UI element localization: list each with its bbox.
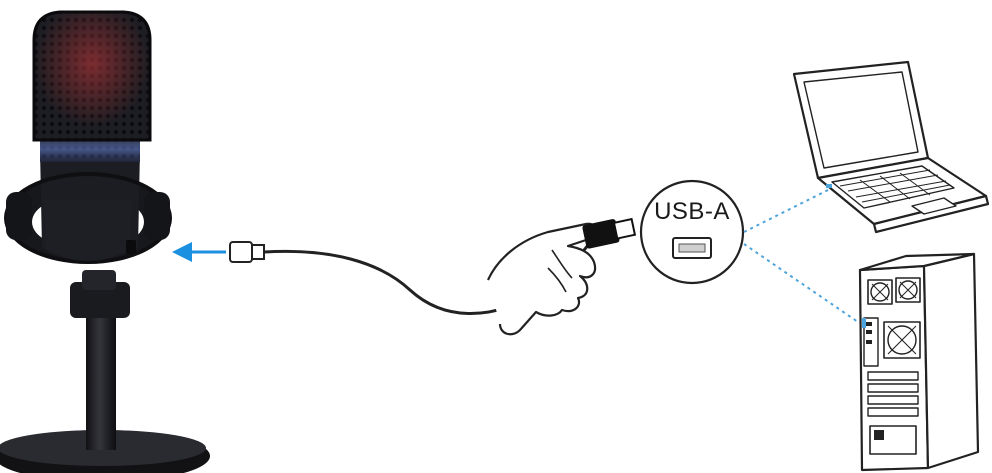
usb-a-label: USB-A (654, 198, 730, 225)
desktop-tower-icon (858, 252, 980, 472)
fan-icon (895, 277, 921, 303)
usb-a-callout (639, 179, 745, 285)
connector-lines (743, 187, 859, 323)
insert-direction-arrow-icon (172, 242, 226, 262)
fan-icon (867, 279, 893, 305)
microphone-icon (0, 10, 210, 473)
laptop-icon (792, 60, 990, 234)
usb-cable (229, 217, 637, 336)
fan-icon (883, 321, 921, 359)
usb-a-port-icon (672, 237, 712, 259)
